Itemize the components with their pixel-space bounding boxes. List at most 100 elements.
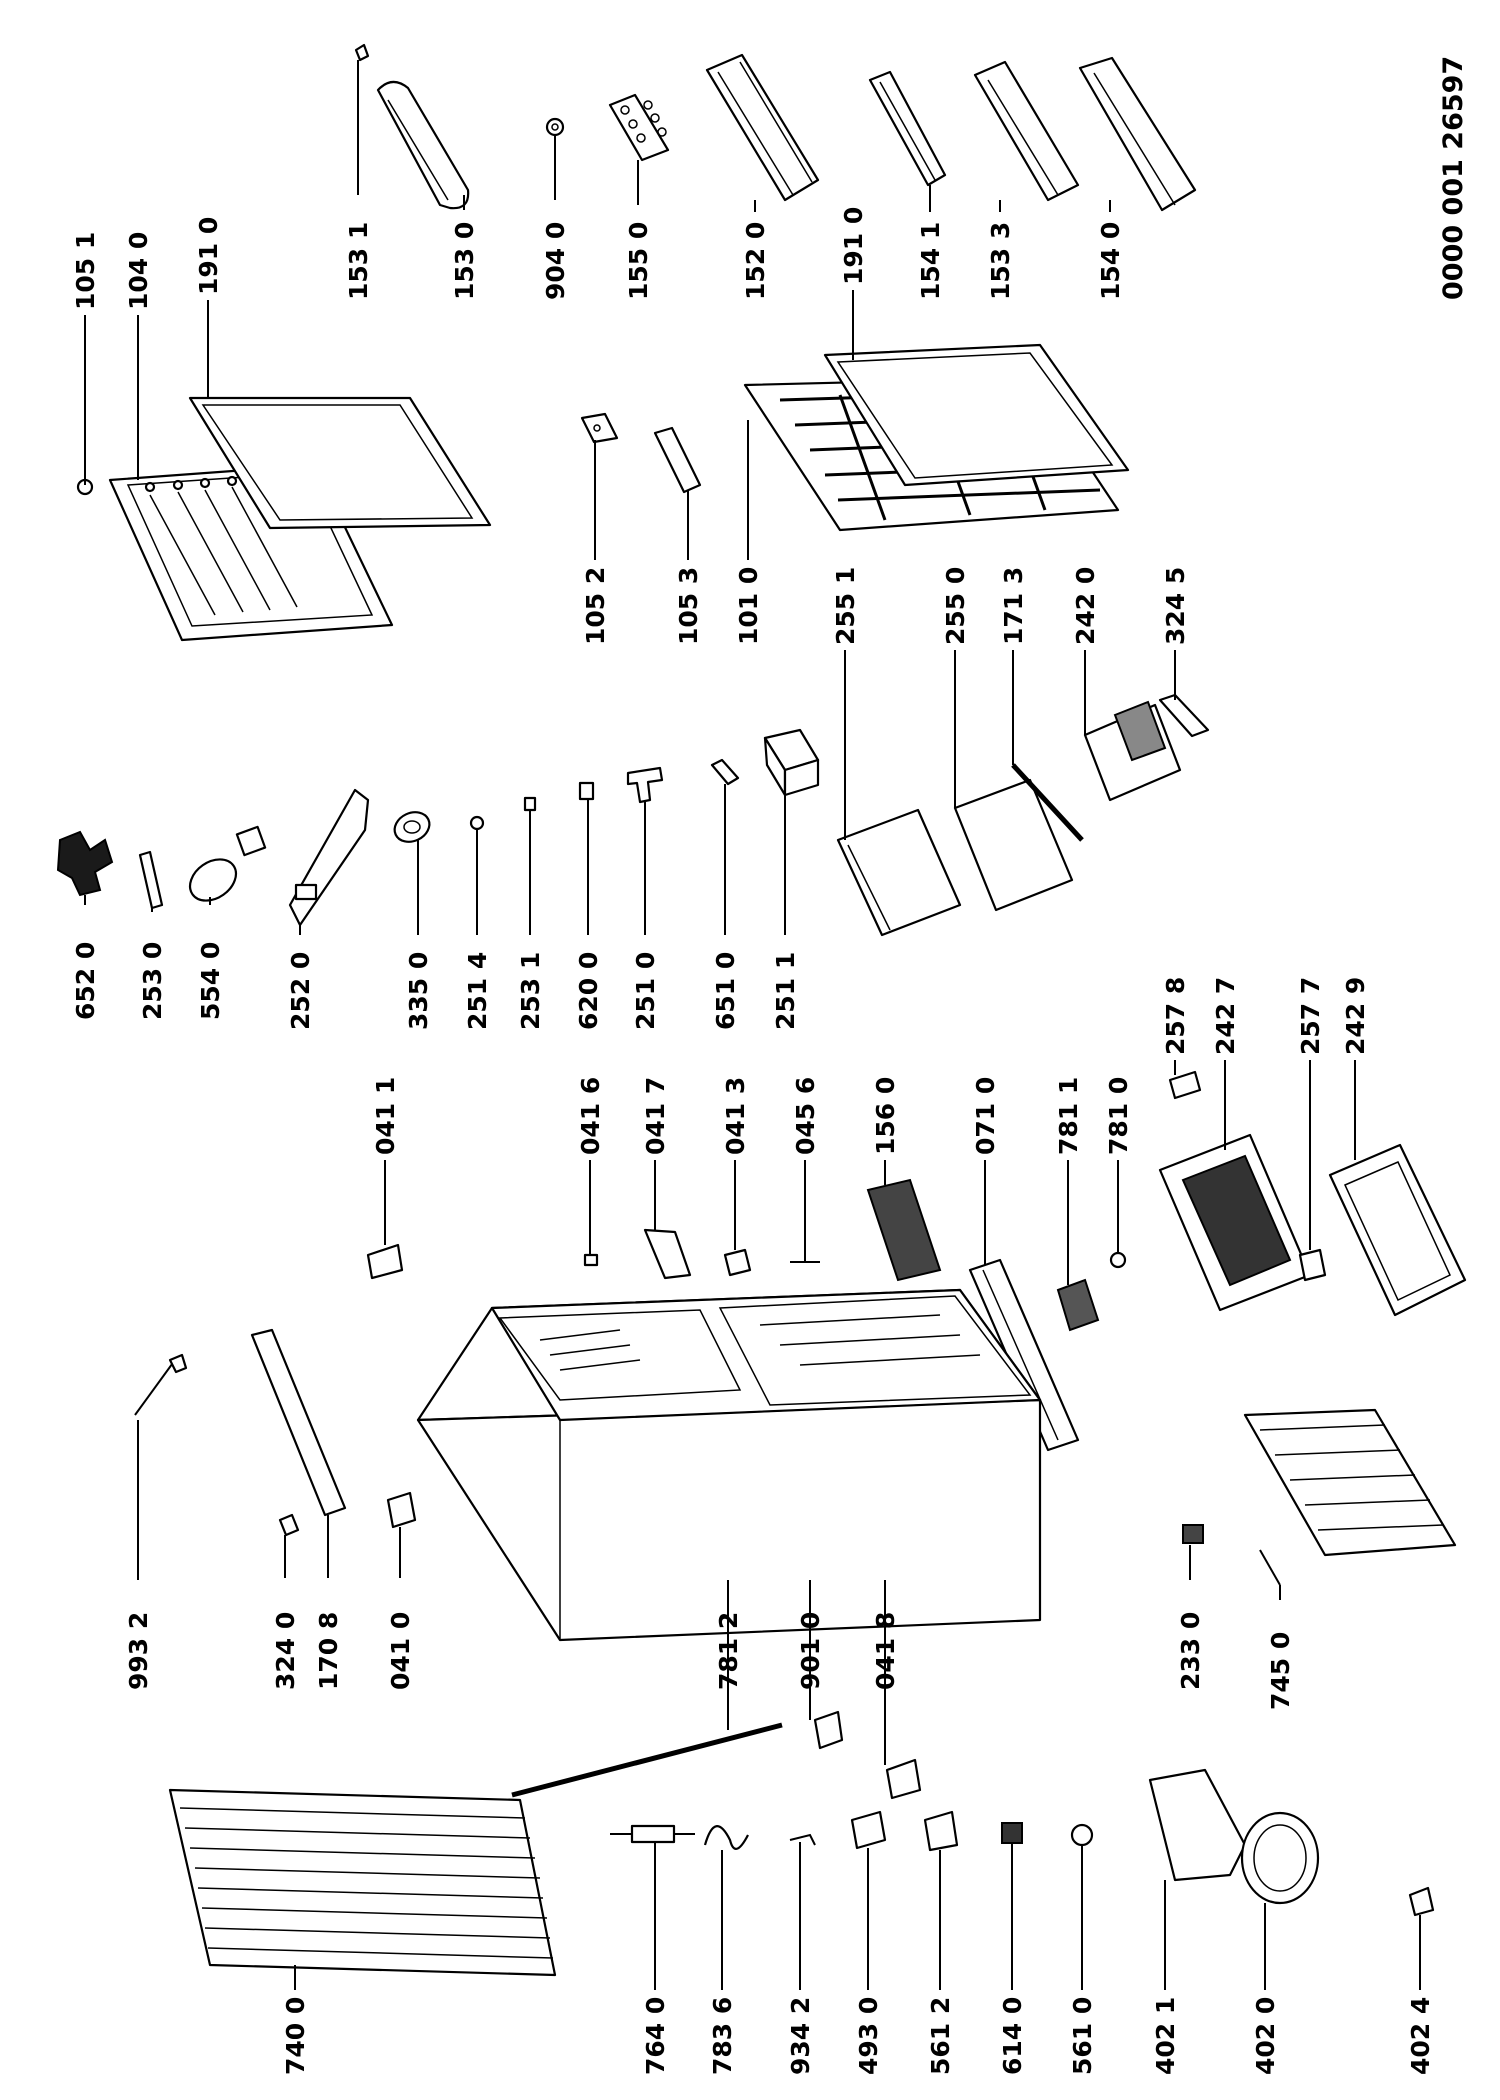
label-041-3: 041 3 <box>721 1077 750 1155</box>
label-993-2: 993 2 <box>124 1612 153 1690</box>
label-242-0: 242 0 <box>1071 567 1100 645</box>
label-104-0: 104 0 <box>124 232 153 310</box>
label-402-4: 402 4 <box>1406 1997 1435 2075</box>
label-242-9: 242 9 <box>1341 977 1370 1055</box>
part-651-0 <box>710 758 740 786</box>
part-257-8 <box>1168 1070 1202 1100</box>
glass-shelf-255-1 <box>836 808 962 937</box>
label-154-0: 154 0 <box>1096 222 1125 300</box>
label-255-0: 255 0 <box>941 567 970 645</box>
shelf-strip-171-3 <box>1011 763 1084 842</box>
glass-shelf-255-0 <box>953 778 1074 912</box>
drain-rod-781-2 <box>511 1722 783 1798</box>
part-233-0 <box>1182 1524 1204 1544</box>
label-620-0: 620 0 <box>574 952 603 1030</box>
label-251-1: 251 1 <box>771 952 800 1030</box>
part-253-1 <box>523 796 537 812</box>
label-041-0: 041 0 <box>386 1612 415 1690</box>
label-324-0: 324 0 <box>271 1612 300 1690</box>
label-041-6: 041 6 <box>576 1077 605 1155</box>
freezer-drawer-242-9 <box>1328 1143 1467 1317</box>
capillary-783-6 <box>703 1825 749 1850</box>
label-614-0: 614 0 <box>998 1997 1027 2075</box>
part-251-4 <box>469 815 485 831</box>
freezer-drawer-242-7 <box>1158 1133 1312 1312</box>
part-934-2 <box>789 1833 816 1846</box>
label-651-0: 651 0 <box>711 952 740 1030</box>
label-324-5: 324 5 <box>1161 567 1190 645</box>
label-781-0: 781 0 <box>1104 1077 1133 1155</box>
part-041-8 <box>885 1758 922 1800</box>
part-257-7 <box>1298 1248 1327 1282</box>
label-904-0: 904 0 <box>541 222 570 300</box>
light-box-251-1 <box>763 728 820 797</box>
part-illustrations <box>56 43 1467 1977</box>
label-156-0: 156 0 <box>871 1077 900 1155</box>
condenser-740-0 <box>168 1788 557 1977</box>
leader-lines <box>84 60 1421 1990</box>
label-191-0-top: 191 0 <box>194 217 223 295</box>
label-764-0: 764 0 <box>641 1997 670 2075</box>
label-170-8: 170 8 <box>314 1612 343 1690</box>
label-493-0: 493 0 <box>854 1997 883 2075</box>
part-561-0 <box>1070 1823 1094 1847</box>
label-783-6: 783 6 <box>708 1997 737 2075</box>
part-781-0 <box>1109 1251 1127 1269</box>
door-gasket-191-0-mid <box>823 343 1130 487</box>
part-041-6 <box>583 1253 599 1267</box>
label-105-2: 105 2 <box>581 567 610 645</box>
compressor-402-0 <box>1240 1811 1320 1905</box>
label-153-3: 153 3 <box>986 222 1015 300</box>
label-041-8: 041 8 <box>871 1612 900 1690</box>
label-901-0: 901 0 <box>796 1612 825 1690</box>
wire-rack-745-0 <box>1243 1408 1457 1586</box>
label-740-0: 740 0 <box>281 1997 310 2075</box>
bottle-retainer-154-1 <box>868 70 947 187</box>
label-105-1: 105 1 <box>71 232 100 310</box>
label-402-1: 402 1 <box>1151 1997 1180 2075</box>
part-614-0 <box>1001 1822 1023 1844</box>
part-041-7 <box>643 1228 692 1280</box>
label-155-0: 155 0 <box>624 222 653 300</box>
lamp-cover-251-0 <box>626 766 664 804</box>
label-257-7: 257 7 <box>1296 977 1325 1055</box>
door-balcony-152-0 <box>705 53 820 202</box>
label-561-2: 561 2 <box>926 1997 955 2075</box>
label-153-1: 153 1 <box>344 222 373 300</box>
label-335-0: 335 0 <box>404 952 433 1030</box>
label-041-7: 041 7 <box>641 1077 670 1155</box>
egg-tray-155-0 <box>608 93 670 162</box>
door-shelf-153-3 <box>973 60 1080 202</box>
label-045-6: 045 6 <box>791 1077 820 1155</box>
part-labels: 105 1 104 0 191 0 153 1 153 0 904 0 155 … <box>71 207 1435 2075</box>
label-233-0: 233 0 <box>1176 1612 1205 1690</box>
door-shelf-153-0 <box>376 80 470 210</box>
part-402-4 <box>1408 1886 1435 1917</box>
hinge-105-2 <box>580 412 619 444</box>
handle-105-3 <box>653 426 702 494</box>
part-170-8 <box>250 1328 347 1517</box>
label-041-1: 041 1 <box>371 1077 400 1155</box>
label-251-0: 251 0 <box>631 952 660 1030</box>
label-105-3: 105 3 <box>674 567 703 645</box>
part-493-0 <box>850 1810 887 1850</box>
label-745-0: 745 0 <box>1266 1632 1295 1710</box>
filter-drier-764-0 <box>610 1824 695 1844</box>
label-071-0: 071 0 <box>971 1077 1000 1155</box>
label-152-0: 152 0 <box>741 222 770 300</box>
crisper-drawer-242-0 <box>1083 700 1182 802</box>
label-251-4: 251 4 <box>463 952 492 1030</box>
label-652-0: 652 0 <box>71 942 100 1020</box>
knob-335-0 <box>393 811 431 843</box>
label-171-3: 171 3 <box>999 567 1028 645</box>
thermostat-cover-252-0 <box>288 788 370 927</box>
part-781-1 <box>1056 1278 1100 1332</box>
bottle-shelf-154-0 <box>1078 56 1197 212</box>
label-153-0: 153 0 <box>450 222 479 300</box>
bracket-041-1 <box>366 1243 404 1280</box>
label-253-1: 253 1 <box>516 952 545 1030</box>
label-255-1: 255 1 <box>831 567 860 645</box>
part-901-0 <box>813 1710 844 1750</box>
label-561-0: 561 0 <box>1068 1997 1097 2075</box>
